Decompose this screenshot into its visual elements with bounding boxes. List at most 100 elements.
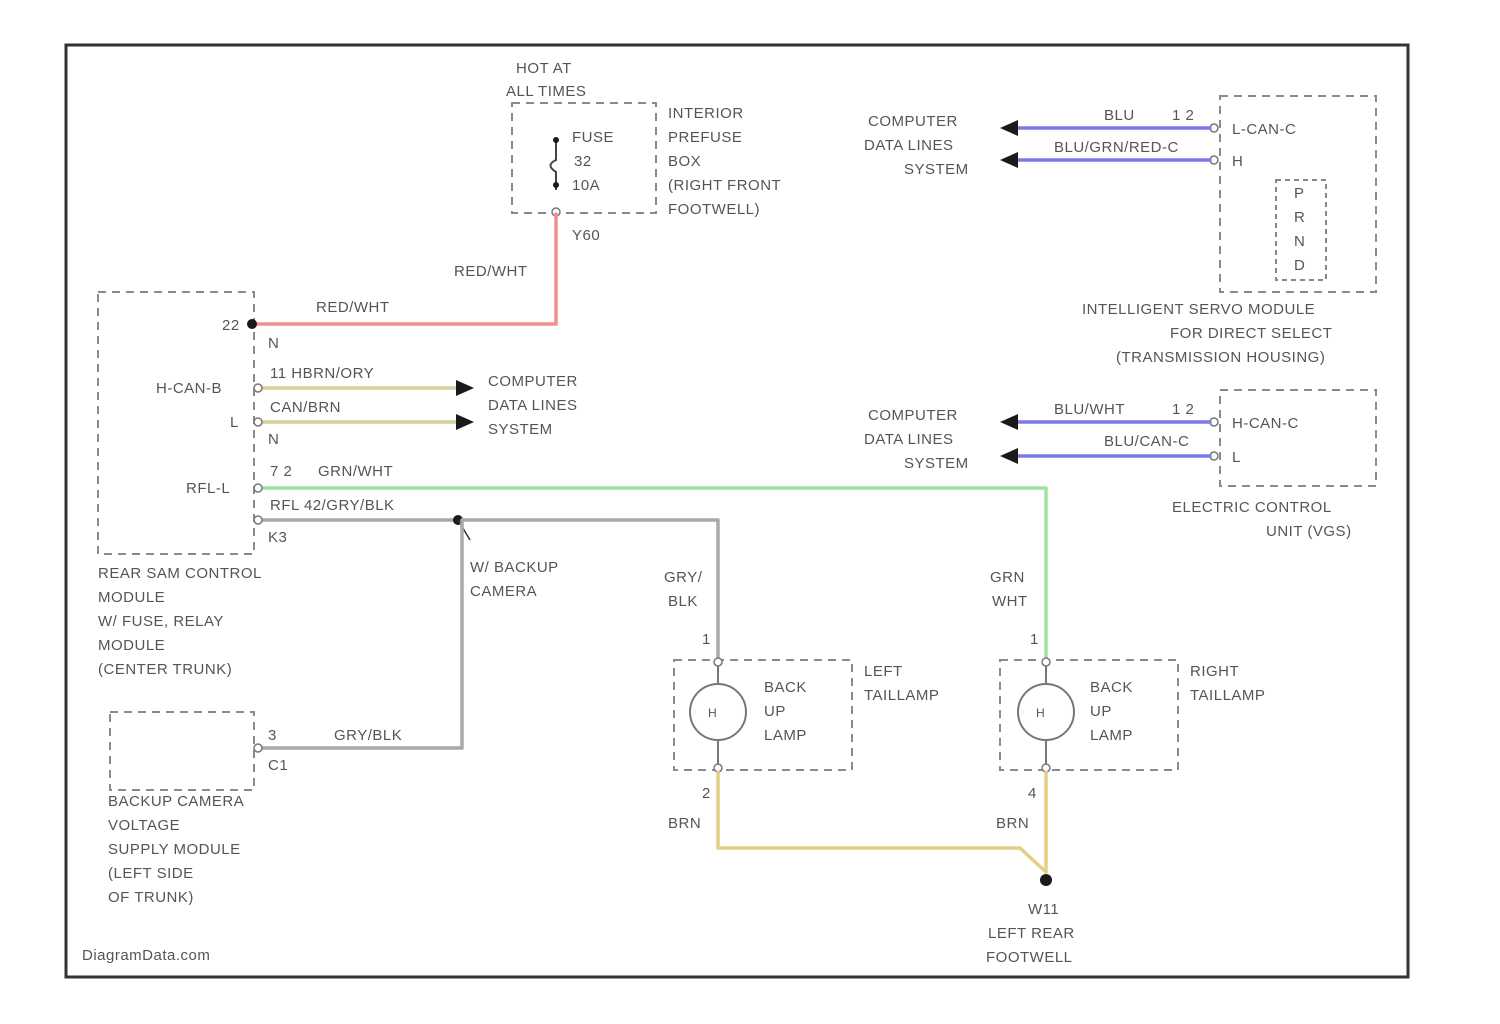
fuse-rating: 10A: [572, 177, 600, 194]
left-lamp-pin-bottom: 2: [702, 785, 711, 802]
ecu-pin-h: H-CAN-C: [1232, 415, 1299, 432]
rear-sam-connector-n2: N: [268, 431, 279, 448]
data-lines-left-3: SYSTEM: [488, 421, 553, 438]
ecu-can-l-arrow-icon: [1000, 448, 1018, 464]
data-lines-left-2: DATA LINES: [488, 397, 577, 414]
left-taillamp: GRY/ BLK 1 H BACK UP LAMP LEFT TAILLAMP …: [664, 569, 939, 802]
fuse-box-name-4: (RIGHT FRONT: [668, 177, 781, 194]
ism-gear-p: P: [1294, 185, 1305, 202]
backup-supply-name-5: OF TRUNK): [108, 889, 194, 906]
data-lines-mid-3: SYSTEM: [904, 455, 969, 472]
can-h-arrow-icon: [456, 380, 474, 396]
ground-name-2: LEFT REAR: [988, 925, 1075, 942]
can-l-arrow-icon: [456, 414, 474, 430]
fuse-box-name-3: BOX: [668, 153, 701, 170]
right-lamp-label-3: LAMP: [1090, 727, 1133, 744]
data-lines-top-3: SYSTEM: [904, 161, 969, 178]
rear-sam-can-h-terminal: [254, 384, 262, 392]
ism-can-l-arrow-icon: [1000, 120, 1018, 136]
fuse-number: 32: [574, 153, 592, 170]
ism-gear-n: N: [1294, 233, 1305, 250]
ground-name-3: FOOTWELL: [986, 949, 1073, 966]
backup-camera-leader: [458, 520, 470, 540]
can-h-wire-label: 11 HBRN/ORY: [270, 365, 374, 382]
rear-sam-pin-rfl: RFL-L: [186, 480, 230, 497]
right-feed-label-2: WHT: [992, 593, 1028, 610]
left-lamp-label-2: UP: [764, 703, 786, 720]
backup-camera-note-2: CAMERA: [470, 583, 537, 600]
red-wht-label-vertical: RED/WHT: [454, 263, 528, 280]
intelligent-servo-module: L-CAN-C H P R N D INTELLIGENT SERVO MODU…: [1082, 96, 1376, 366]
ecu-can-h-arrow-icon: [1000, 414, 1018, 430]
fuse-box-name-2: PREFUSE: [668, 129, 742, 146]
ecu-blu-blk-label: BLU/CAN-C: [1104, 433, 1189, 450]
ground-name-1: W11: [1028, 901, 1059, 918]
backup-camera-note-1: W/ BACKUP: [470, 559, 559, 576]
rear-sam-can-l-terminal: [254, 418, 262, 426]
left-lamp-terminal-top: [714, 658, 722, 666]
rear-sam-pin-can-h: H-CAN-B: [156, 380, 222, 397]
rear-sam-pin-can-l: L: [230, 414, 239, 431]
left-feed-label-2: BLK: [668, 593, 698, 610]
ism-blu-label: BLU: [1104, 107, 1135, 124]
ism-gear-d: D: [1294, 257, 1305, 274]
right-lamp-pin-top: 1: [1030, 631, 1039, 648]
gry-blk-camera-wire: [262, 520, 462, 748]
data-lines-top-2: DATA LINES: [864, 137, 953, 154]
rear-sam-name-1: REAR SAM CONTROL: [98, 565, 262, 582]
rear-sam-rfl-terminal: [254, 484, 262, 492]
fuse-terminal-bottom: [553, 182, 559, 188]
right-lamp-filament: H: [1036, 706, 1045, 720]
right-backup-lamp-icon: [1018, 684, 1074, 740]
rear-sam-name-4: MODULE: [98, 637, 165, 654]
rear-sam-pin-22: 22: [222, 317, 240, 334]
backup-supply-name-3: SUPPLY MODULE: [108, 841, 241, 858]
data-lines-left-1: COMPUTER: [488, 373, 578, 390]
ecu-name-2: UNIT (VGS): [1266, 523, 1352, 540]
ecu-blu-wht-pin-label: 1 2: [1172, 401, 1194, 418]
left-backup-lamp-icon: [690, 684, 746, 740]
ism-pin-h: H: [1232, 153, 1243, 170]
ground-point-dot: [1040, 874, 1052, 886]
backup-supply-name-1: BACKUP CAMERA: [108, 793, 244, 810]
ecu-blu-wht-label: BLU/WHT: [1054, 401, 1125, 418]
backup-supply-name-4: (LEFT SIDE: [108, 865, 194, 882]
backup-supply-pin-terminal: [254, 744, 262, 752]
backup-supply-pin-a: 3: [268, 727, 277, 744]
brn-right-label: BRN: [996, 815, 1029, 832]
ecu-name-1: ELECTRIC CONTROL: [1172, 499, 1332, 516]
left-taillamp-name-1: LEFT: [864, 663, 903, 680]
ism-blu-red-label: BLU/GRN/RED-C: [1054, 139, 1179, 156]
ism-blu-pin-label: 1 2: [1172, 107, 1194, 124]
ism-can-h-arrow-icon: [1000, 152, 1018, 168]
right-lamp-label-2: UP: [1090, 703, 1112, 720]
can-l-wire-label: CAN/BRN: [270, 399, 341, 416]
left-lamp-pin-top: 1: [702, 631, 711, 648]
gry-blk-bottom-label: GRY/BLK: [334, 727, 402, 744]
hot-at-label-2: ALL TIMES: [506, 83, 586, 100]
rear-sam-gry-terminal: [254, 516, 262, 524]
left-lamp-label-3: LAMP: [764, 727, 807, 744]
watermark: DiagramData.com: [82, 947, 210, 964]
fuse-box-pin-label: Y60: [572, 227, 600, 244]
left-taillamp-name-2: TAILLAMP: [864, 687, 939, 704]
rear-sam-pin-22-dot: [247, 319, 257, 329]
rear-sam-connector-k3: K3: [268, 529, 287, 546]
right-lamp-terminal-top: [1042, 658, 1050, 666]
right-taillamp-name-1: RIGHT: [1190, 663, 1239, 680]
brn-left-label: BRN: [668, 815, 701, 832]
rear-sam-name-2: MODULE: [98, 589, 165, 606]
ecu-outline: [1220, 390, 1376, 486]
ecu-pin-l: L: [1232, 449, 1241, 466]
right-taillamp: GRN WHT 1 H BACK UP LAMP RIGHT TAILLAMP …: [990, 569, 1265, 802]
right-lamp-pin-bottom: 4: [1028, 785, 1037, 802]
red-wht-label-horizontal: RED/WHT: [316, 299, 390, 316]
gry-blk-wire-label: RFL 42/GRY/BLK: [270, 497, 395, 514]
ism-name-1: INTELLIGENT SERVO MODULE: [1082, 301, 1315, 318]
ism-name-2: FOR DIRECT SELECT: [1170, 325, 1332, 342]
grn-wht-pin-label: 7 2: [270, 463, 292, 480]
electric-control-unit: H-CAN-C L ELECTRIC CONTROL UNIT (VGS): [1172, 390, 1376, 540]
hot-at-label-1: HOT AT: [516, 60, 572, 77]
left-lamp-label-1: BACK: [764, 679, 807, 696]
